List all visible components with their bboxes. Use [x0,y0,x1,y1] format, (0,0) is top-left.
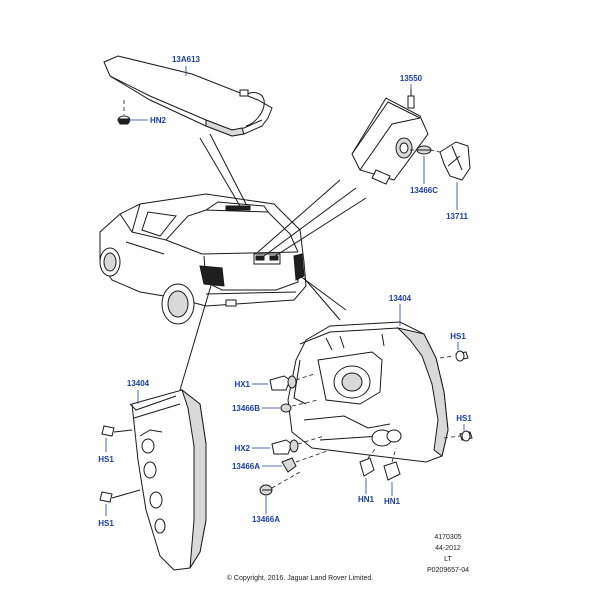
bulb-13466c [410,145,432,184]
screw-hs1-top-right [439,342,469,362]
bulb-holder-hn1-b [383,447,401,496]
leader-lines [179,133,367,391]
callout-13466c: 13466C [410,186,438,195]
reference-line-3: LT [444,556,452,563]
tail-lamp-left [129,388,207,571]
screw-hs1-mid-right [443,424,473,442]
callout-13466a-lower: 13466A [252,515,280,524]
callout-hs1-top-right: HS1 [450,332,466,341]
bulb-13466a-lower [259,471,301,514]
tail-lamp-right [287,304,449,463]
bulb-holder-hx1 [252,373,315,391]
bulb-holder-hn1-a [359,447,377,494]
bulb-13466a-upper [262,449,331,473]
callout-hn1-a: HN1 [358,495,375,504]
callout-hs1-left-lower: HS1 [98,519,114,528]
callout-13466b: 13466B [232,404,260,413]
copyright-notice: © Copyright, 2016. Jaguar Land Rover Lim… [227,574,373,582]
lamp-housing-13550 [351,84,429,185]
callout-hx1: HX1 [234,380,250,389]
nut-hn2 [117,100,148,125]
bulb-holder-hx2 [252,435,325,455]
callout-hs1-left-upper: HS1 [98,455,114,464]
callout-13550: 13550 [400,74,423,83]
callout-13a613: 13A613 [172,55,201,64]
callout-13466a-upper: 13466A [232,462,260,471]
vehicle [99,193,307,325]
reference-line-1: 4170305 [434,534,461,541]
screw-hs1-left-upper [101,425,133,452]
screw-hs1-left-lower [99,489,141,516]
callout-hn1-b: HN1 [384,497,401,506]
callout-hx2: HX2 [234,444,250,453]
reference-line-4: P0209657-04 [427,567,469,574]
callout-13404-left: 13404 [127,379,150,388]
callout-13711: 13711 [446,212,468,221]
bulb-13466b [262,399,319,413]
bulb-holder-13711 [429,141,471,210]
callout-13404-right: 13404 [389,294,412,303]
callout-hs1-mid-right: HS1 [456,414,472,423]
callout-hn2: HN2 [150,116,167,125]
reference-line-2: 44-2012 [435,545,461,552]
high-mount-stop-lamp [103,55,273,137]
